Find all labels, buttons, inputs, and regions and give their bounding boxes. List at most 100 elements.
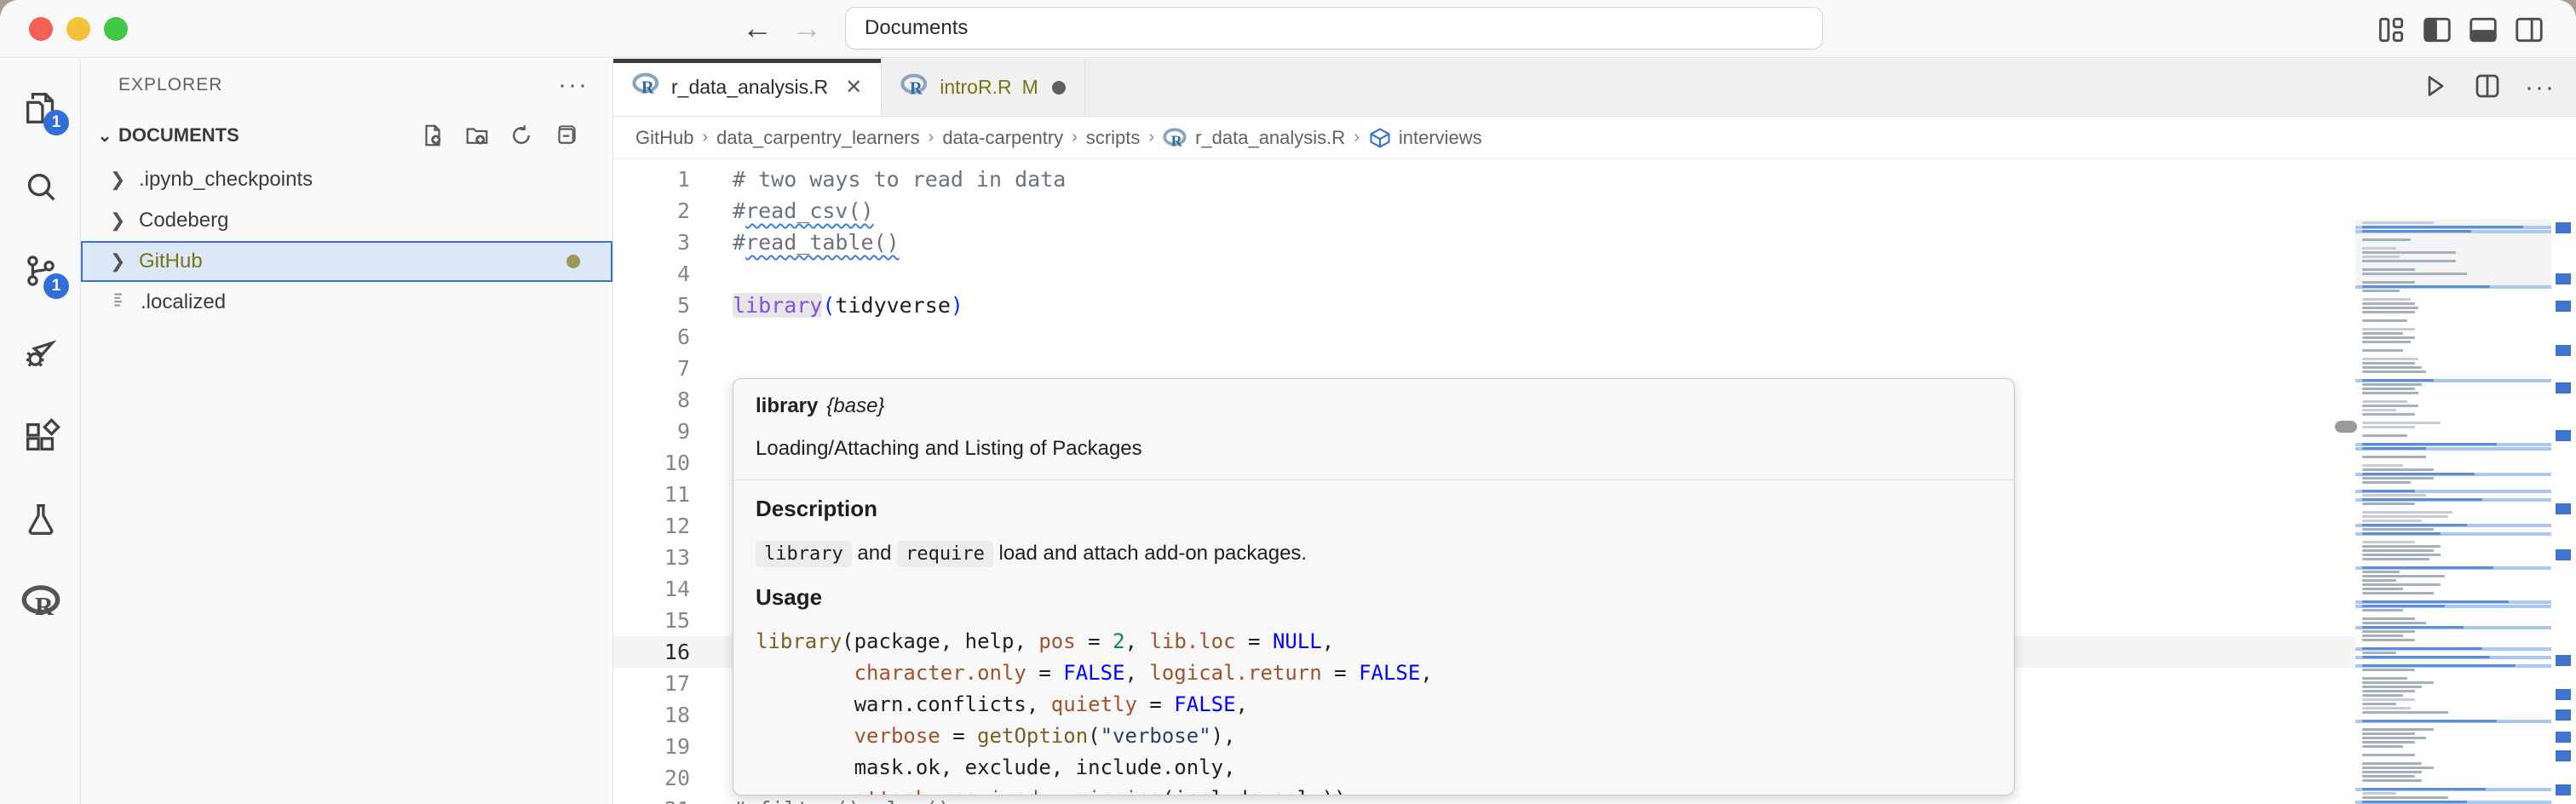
breadcrumb-item-data-carpentry-learners[interactable]: data_carpentry_learners xyxy=(716,127,919,149)
usage-token xyxy=(756,724,854,748)
tree-item--ipynb-checkpoints[interactable]: ❯.ipynb_checkpoints xyxy=(81,159,612,200)
line-number: 19 xyxy=(613,731,690,762)
minimap-code-line xyxy=(2362,273,2467,275)
zoom-window-button[interactable] xyxy=(104,17,128,41)
minimap[interactable] xyxy=(2355,160,2551,804)
tab-intror-r[interactable]: RintroR.RM xyxy=(882,59,1085,116)
hover-description-text: library and require load and attach add-… xyxy=(756,539,1992,569)
code-token: ) xyxy=(951,293,963,318)
minimap-code-line xyxy=(2362,268,2415,271)
toggle-panel-icon[interactable] xyxy=(2467,14,2499,46)
tab-close-icon[interactable]: ✕ xyxy=(845,75,862,100)
minimap-code-line xyxy=(2362,413,2415,416)
toggle-secondary-sidebar-icon[interactable] xyxy=(2513,14,2545,46)
line-number: 16 xyxy=(613,636,690,668)
minimap-code-line xyxy=(2362,592,2434,594)
code-editor[interactable]: 1# two ways to read in data2#read_csv()3… xyxy=(613,160,2576,804)
usage-token: (include.only)) xyxy=(1162,787,1347,795)
minimap-code-line xyxy=(2362,549,2434,552)
minimap-code-line xyxy=(2362,464,2403,467)
tree-item--localized[interactable]: .localized xyxy=(81,282,612,323)
code-token: library xyxy=(733,293,822,318)
minimap-code-line xyxy=(2362,230,2471,233)
code-line-3: 3#read_table() xyxy=(613,227,2576,258)
minimap-code-line xyxy=(2362,779,2422,782)
breadcrumb-item-github[interactable]: GitHub xyxy=(635,127,693,149)
activity-testing-icon[interactable] xyxy=(0,480,81,557)
breadcrumb-label: GitHub xyxy=(635,127,693,149)
code-line-6: 6 xyxy=(613,321,2576,353)
minimap-code-line xyxy=(2362,502,2415,505)
usage-token: missing xyxy=(1076,787,1162,795)
activity-source-control-icon[interactable]: 1 xyxy=(0,233,81,309)
overview-ruler-mark xyxy=(2556,382,2571,393)
minimap-code-line xyxy=(2362,494,2426,497)
activity-extensions-icon[interactable] xyxy=(0,398,81,474)
customize-layout-icon[interactable] xyxy=(2375,14,2407,46)
overview-ruler[interactable] xyxy=(2551,160,2576,804)
usage-token: lib.loc xyxy=(1149,629,1235,653)
minimap-code-line xyxy=(2362,767,2434,769)
navigate-forward-icon[interactable]: → xyxy=(787,9,826,48)
minimap-code-line xyxy=(2362,801,2467,803)
hover-description-heading: Description xyxy=(756,496,1992,522)
minimap-code-line xyxy=(2362,788,2486,790)
sidebar-title: EXPLORER xyxy=(118,75,558,95)
tree-item-github[interactable]: ❯GitHub xyxy=(81,241,612,282)
minimap-code-line xyxy=(2362,426,2415,428)
usage-token: warn.conflicts, xyxy=(756,692,1051,716)
overview-ruler-mark xyxy=(2556,750,2571,761)
minimap-code-line xyxy=(2362,792,2396,795)
activity-explorer-icon[interactable]: 1 xyxy=(0,69,81,146)
minimap-code-line xyxy=(2362,617,2415,620)
minimap-code-line xyxy=(2362,698,2415,701)
split-editor-icon[interactable] xyxy=(2472,71,2503,106)
close-window-button[interactable] xyxy=(29,17,53,41)
overview-ruler-mark xyxy=(2556,273,2571,284)
minimap-code-line xyxy=(2362,251,2456,254)
minimap-code-line xyxy=(2362,669,2415,671)
overview-ruler-mark xyxy=(2556,784,2571,795)
breadcrumb-item-data-carpentry[interactable]: data-carpentry xyxy=(942,127,1063,149)
minimap-code-line xyxy=(2362,358,2418,360)
minimap-code-line xyxy=(2362,571,2400,573)
editor-more-actions-icon[interactable]: ··· xyxy=(2525,73,2556,102)
command-center-search[interactable]: Documents xyxy=(845,7,1823,49)
tab-bar: Rr_data_analysis.R✕RintroR.RM ··· xyxy=(613,59,2576,117)
hover-title: library{base} xyxy=(756,394,1992,418)
git-modified-dot xyxy=(566,255,580,268)
minimap-code-line xyxy=(2362,256,2400,258)
activity-r-language-icon[interactable]: R xyxy=(0,563,81,640)
breadcrumb-item-interviews[interactable]: interviews xyxy=(1368,126,1482,150)
activity-search-icon[interactable] xyxy=(0,150,81,227)
run-file-icon[interactable] xyxy=(2419,71,2450,106)
new-file-icon[interactable] xyxy=(420,123,446,148)
navigate-back-icon[interactable]: ← xyxy=(738,9,777,48)
line-number: 17 xyxy=(613,668,690,699)
overview-ruler-mark xyxy=(2556,732,2571,743)
tab-r-data-analysis-r[interactable]: Rr_data_analysis.R✕ xyxy=(613,59,882,116)
breadcrumb-separator-icon: › xyxy=(1354,128,1360,147)
usage-token: verbose xyxy=(854,724,940,748)
breadcrumb-item-scripts[interactable]: scripts xyxy=(1086,127,1141,149)
breadcrumb-item-r-data-analysis-r[interactable]: Rr_data_analysis.R xyxy=(1163,127,1345,149)
minimap-code-line xyxy=(2362,677,2407,680)
code-token: # filter(), lap() xyxy=(733,797,951,804)
minimap-code-line xyxy=(2362,379,2434,382)
folder-twisty-icon: ❯ xyxy=(110,250,139,273)
minimap-code-line xyxy=(2362,762,2422,765)
explorer-more-actions-icon[interactable]: ··· xyxy=(558,71,589,100)
section-documents[interactable]: ⌄ DOCUMENTS xyxy=(81,112,612,159)
toggle-primary-sidebar-icon[interactable] xyxy=(2421,14,2453,46)
minimize-window-button[interactable] xyxy=(66,17,90,41)
activity-run-debug-icon[interactable] xyxy=(0,315,81,392)
hover-description-fragment: load and attach add-on packages. xyxy=(993,542,1307,565)
line-number: 18 xyxy=(613,699,690,731)
tree-item-codeberg[interactable]: ❯Codeberg xyxy=(81,200,612,241)
collapse-folders-icon[interactable] xyxy=(553,123,578,148)
refresh-explorer-icon[interactable] xyxy=(509,123,534,148)
usage-token: 2 xyxy=(1113,629,1124,653)
new-folder-icon[interactable] xyxy=(464,123,490,148)
usage-token: , xyxy=(1236,692,1248,716)
minimap-code-line xyxy=(2362,302,2415,305)
